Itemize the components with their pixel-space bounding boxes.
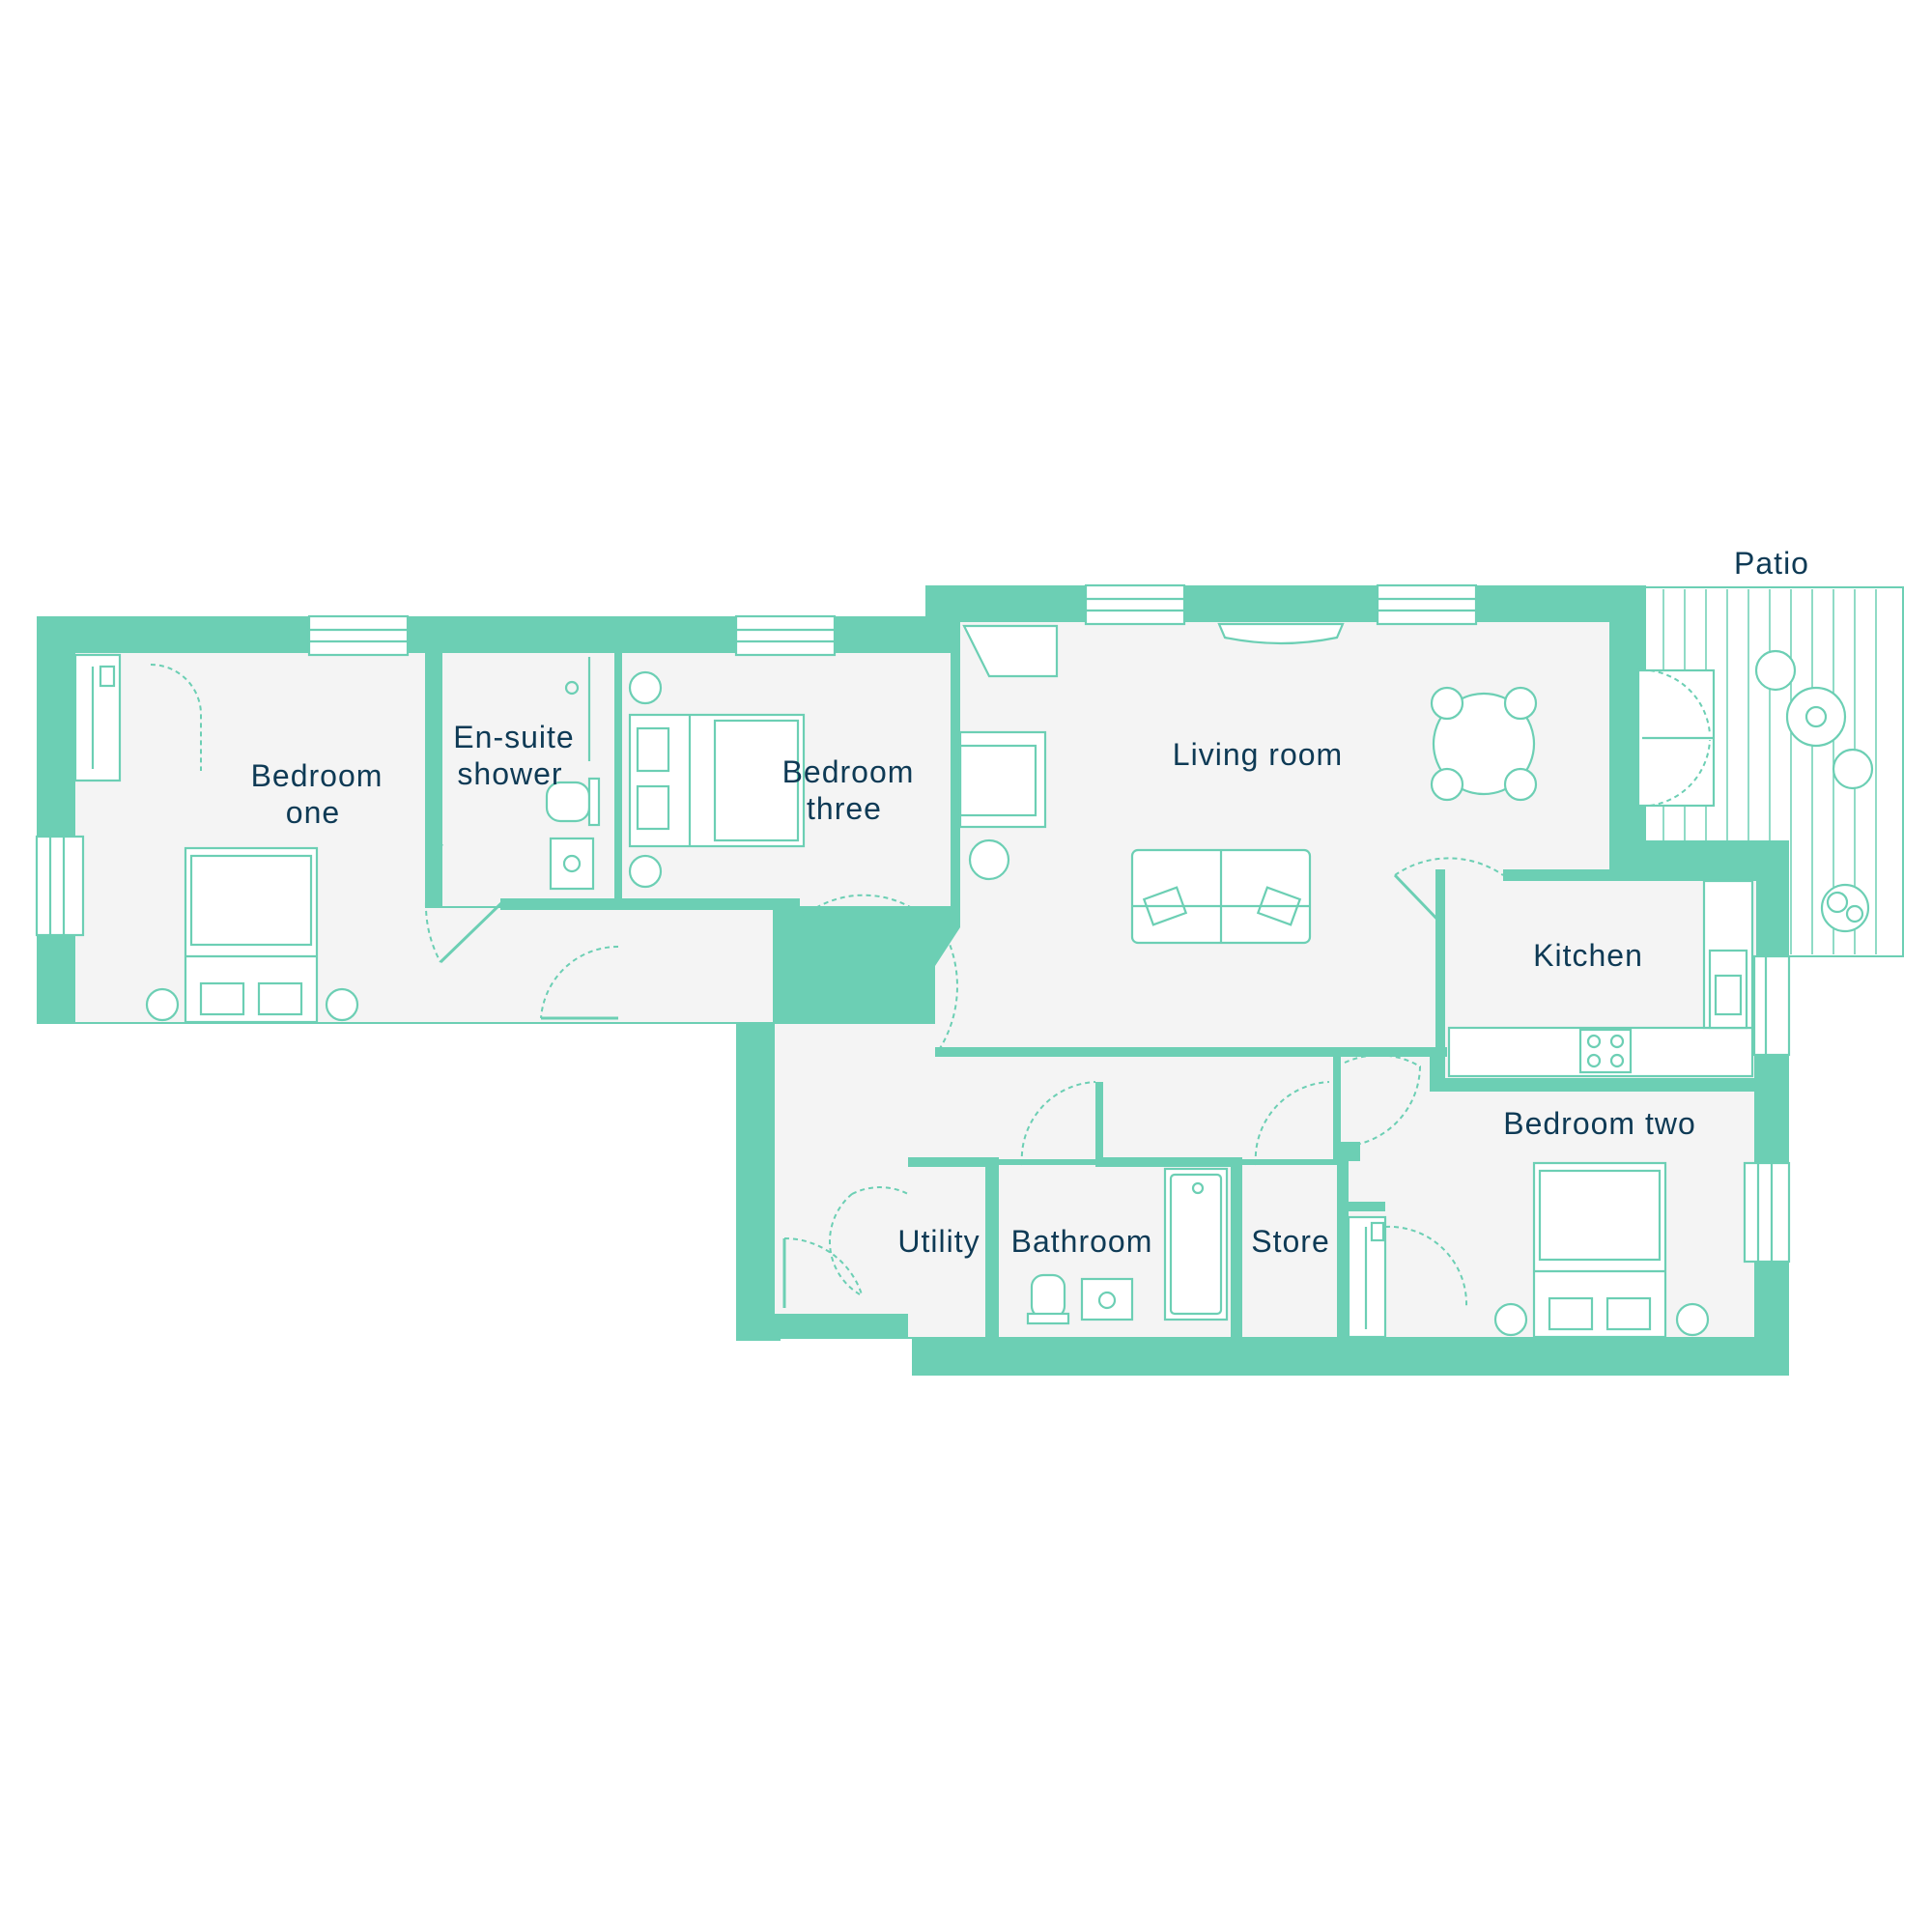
- lamp-icon: [1675, 1302, 1710, 1337]
- bath-icon: [1163, 1167, 1229, 1321]
- lamp-icon: [325, 987, 359, 1022]
- room-label-bedroom-one: Bedroom: [251, 758, 384, 793]
- wardrobe-icon: [73, 653, 122, 782]
- door-swing-icon: [150, 664, 1711, 1308]
- room-label-living-room: Living room: [1173, 737, 1343, 772]
- room-label-utility: Utility: [897, 1224, 980, 1259]
- lamp-icon: [145, 987, 180, 1022]
- room-label-bedroom-three: Bedroom: [782, 754, 915, 789]
- interior-walls: [425, 618, 1756, 1341]
- double-bed-icon: [628, 713, 806, 848]
- room-label-bathroom: Bathroom: [1011, 1224, 1153, 1259]
- room-label-ensuite-line2: shower: [457, 756, 562, 791]
- room-label-patio: Patio: [1734, 546, 1809, 581]
- toilet-icon: [545, 777, 601, 827]
- shower-icon: [564, 657, 591, 761]
- kitchen-sink-icon: [1708, 949, 1748, 1030]
- lamp-icon: [1493, 1302, 1528, 1337]
- room-label-kitchen: Kitchen: [1533, 938, 1643, 973]
- room-label-ensuite: En-suite: [453, 720, 574, 754]
- side-table-icon: [968, 838, 1010, 881]
- room-label-bedroom-one-line2: one: [286, 795, 340, 830]
- dining-table-icon: [1430, 686, 1538, 802]
- hob-icon: [1578, 1028, 1633, 1074]
- toilet-icon: [1026, 1273, 1070, 1325]
- radiator-icon: [1217, 622, 1345, 645]
- armchair-icon: [958, 730, 1047, 829]
- sink-icon: [549, 837, 595, 891]
- plant-icon: [1820, 883, 1870, 933]
- room-label-bedroom-three-line2: three: [807, 791, 882, 826]
- wardrobe-icon: [1347, 1215, 1387, 1339]
- room-label-store: Store: [1251, 1224, 1329, 1259]
- room-label-bedroom-two: Bedroom two: [1503, 1106, 1696, 1141]
- lamp-icon: [628, 670, 663, 705]
- window-icon: [35, 583, 1791, 1264]
- tv-icon: [962, 624, 1059, 678]
- sofa-icon: [1130, 848, 1312, 945]
- double-bed-icon: [184, 846, 319, 1024]
- sink-icon: [1080, 1277, 1134, 1321]
- patio-table-icon: [1754, 649, 1874, 790]
- double-bed-icon: [1532, 1161, 1667, 1339]
- lamp-icon: [628, 854, 663, 889]
